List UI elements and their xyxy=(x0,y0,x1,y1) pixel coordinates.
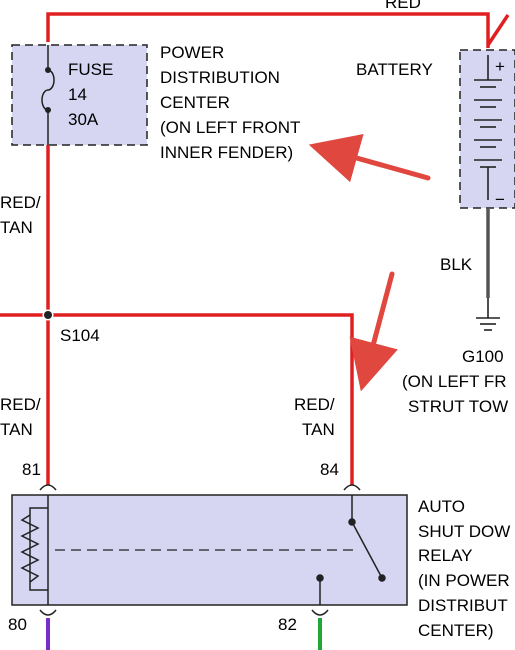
red-wire-top-diagonal xyxy=(486,14,510,46)
fuse-terminal-bottom xyxy=(45,107,51,113)
ground-icon xyxy=(476,298,500,331)
fuse-symbol xyxy=(41,45,55,145)
left-wire-upper-label-1: RED/ xyxy=(0,193,41,212)
red-wire-top xyxy=(46,12,490,48)
annotation-arrow-pdc xyxy=(308,134,431,183)
top-wire-label: RED xyxy=(385,0,421,12)
pin-84-connector xyxy=(343,484,361,491)
fuse-label-2: 14 xyxy=(68,85,87,104)
battery-label: BATTERY xyxy=(356,60,433,79)
pin-82-connector xyxy=(311,609,329,616)
pin-81-label: 81 xyxy=(22,460,41,479)
fuse-terminal-top xyxy=(45,67,51,73)
splice-node xyxy=(44,311,52,319)
pin-80-connector xyxy=(39,609,57,616)
pdc-label-4: (ON LEFT FRONT xyxy=(160,118,300,137)
relay-label-5: DISTRIBUT xyxy=(418,596,508,615)
pin-80-label: 80 xyxy=(8,615,27,634)
fuse-label-3: 30A xyxy=(68,110,99,129)
splice-red-wire xyxy=(0,313,354,485)
ground-label-3: STRUT TOW xyxy=(408,397,508,416)
left-wire-lower-label-1: RED/ xyxy=(0,395,41,414)
relay-label-3: RELAY xyxy=(418,546,473,565)
pin-84-label: 84 xyxy=(320,460,339,479)
relay-label-4: (IN POWER xyxy=(418,571,510,590)
right-wire-label-2: TAN xyxy=(302,420,335,439)
pdc-label-3: CENTER xyxy=(160,93,230,112)
power-distribution-center-box xyxy=(11,44,148,146)
battery-cells-icon xyxy=(474,55,502,200)
annotation-arrow-wire xyxy=(349,271,398,392)
battery-plus: + xyxy=(495,57,505,76)
relay-label-1: AUTO xyxy=(418,497,465,516)
pdc-label-2: DISTRIBUTION xyxy=(160,68,280,87)
pin-81-connector xyxy=(39,484,57,491)
fuse-label-1: FUSE xyxy=(68,60,113,79)
relay-switch-icon xyxy=(316,495,386,605)
left-wire-upper-label-2: TAN xyxy=(0,218,33,237)
splice-label: S104 xyxy=(60,326,100,345)
ground-label-1: G100 xyxy=(462,347,504,366)
ground-label-2: (ON LEFT FR xyxy=(402,372,507,391)
pin-82-label: 82 xyxy=(278,615,297,634)
left-wire-lower-label-2: TAN xyxy=(0,420,33,439)
relay-label-2: SHUT DOW xyxy=(418,522,510,541)
blk-wire-label: BLK xyxy=(440,255,473,274)
right-wire-label-1: RED/ xyxy=(294,395,335,414)
pdc-label-1: POWER xyxy=(160,43,224,62)
relay-coil-icon xyxy=(20,495,49,605)
battery-minus: − xyxy=(495,190,505,209)
pdc-label-5: INNER FENDER) xyxy=(160,143,293,162)
relay-label-6: CENTER) xyxy=(418,621,494,640)
